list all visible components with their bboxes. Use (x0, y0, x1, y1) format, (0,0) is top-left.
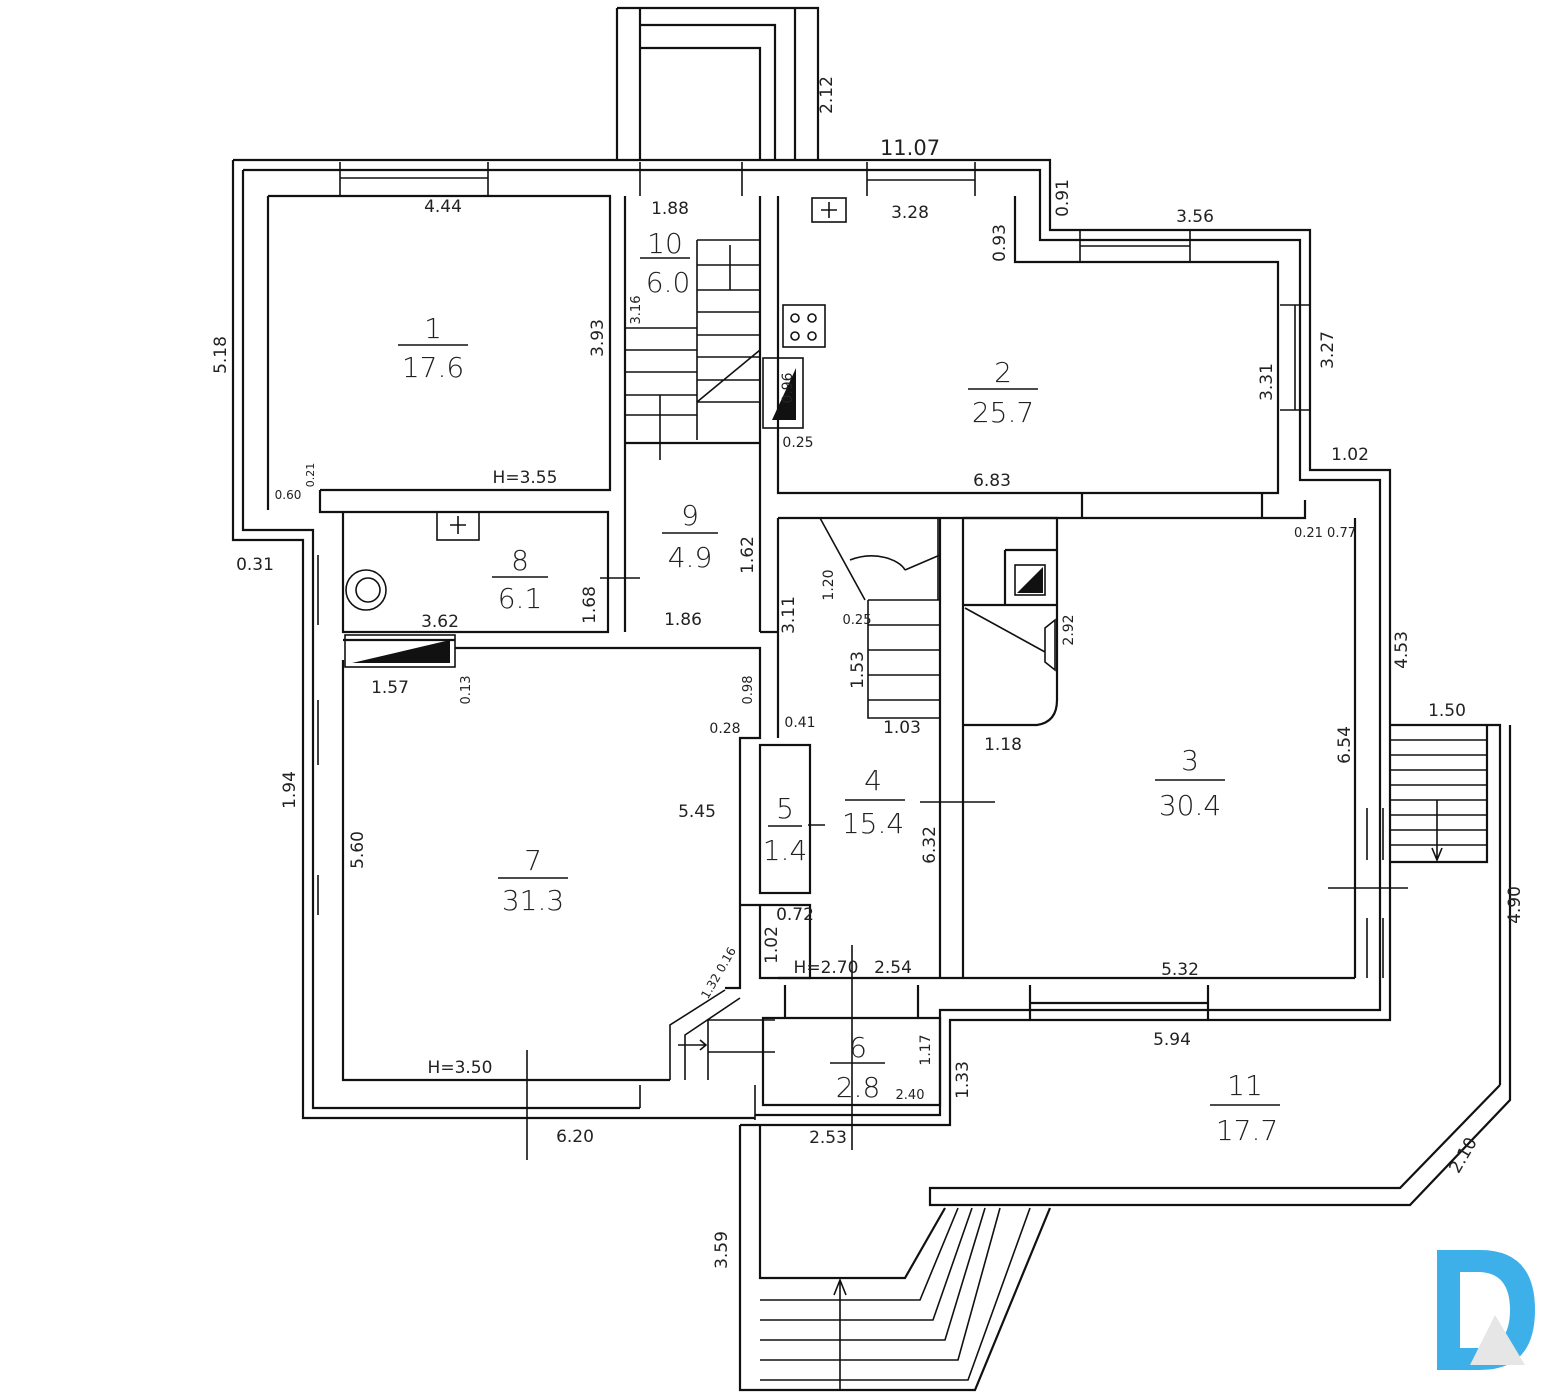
room-5: 51.4 (763, 792, 808, 867)
room-number: 8 (511, 544, 529, 577)
room-3: 330.4 (1155, 744, 1225, 822)
dimension: 3.28 (891, 203, 929, 223)
dimension: 2.10 (1446, 1134, 1482, 1177)
dimension: H=3.55 (493, 468, 558, 488)
room-11: 11 17.7 (1210, 1069, 1280, 1147)
dimension: 0.98 (741, 676, 756, 705)
room-number: 3 (1181, 744, 1199, 777)
dimension: 0.41 (784, 715, 815, 731)
dimension: 1.18 (984, 735, 1022, 755)
dimension: 5.32 (1161, 960, 1199, 980)
room-area: 30.4 (1159, 789, 1221, 822)
dimension: 1.17 (918, 1034, 934, 1065)
dimension: 2.53 (809, 1128, 847, 1148)
dimension: 0.93 (990, 224, 1010, 262)
dimension: 1.32 0.16 (698, 945, 739, 1002)
dimension: 0.72 (776, 905, 814, 925)
room-area: 17.6 (402, 351, 464, 384)
dimension: 1.94 (280, 771, 300, 809)
dimension: 5.60 (348, 831, 368, 869)
room-7: 731.3 (498, 844, 568, 917)
dimension: 1.02 (1331, 445, 1369, 465)
dimension: 3.16 (629, 296, 644, 325)
dimension: 3.62 (421, 612, 459, 632)
room-4: 415.4 (842, 764, 905, 840)
room-area: 17.7 (1216, 1114, 1278, 1147)
dimension: 2.40 (896, 1088, 925, 1103)
dimension: 2.92 (1061, 614, 1077, 645)
dimension: 1.57 (371, 678, 409, 698)
room-number: 11 (1227, 1069, 1263, 1102)
dimension: 0.96 (780, 372, 796, 403)
dimension: 1.02 (762, 926, 782, 964)
dimension: 3.59 (712, 1231, 732, 1269)
dimension: 3.93 (588, 319, 608, 357)
room-number: 7 (524, 844, 542, 877)
dimension: 1.68 (580, 586, 600, 624)
room-area: 4.9 (668, 541, 713, 574)
room-number: 10 (647, 227, 683, 260)
room-1: 117.6 (398, 312, 468, 384)
dimension: 1.53 (848, 651, 868, 689)
room-number: 1 (424, 312, 442, 345)
dimension: 3.56 (1176, 207, 1214, 227)
dimension: 0.60 (275, 488, 302, 502)
room-10: 106.0 (640, 227, 690, 299)
room-area: 15.4 (842, 807, 904, 840)
dimension: 3.11 (779, 596, 799, 634)
room-labels: 117.6 225.7 330.4 415.4 51.4 62.8 731.3 … (398, 227, 1280, 1147)
room-number: 5 (776, 792, 794, 825)
dimension: 6.83 (973, 471, 1011, 491)
room-number: 2 (994, 356, 1012, 389)
dimension: 5.45 (678, 802, 716, 822)
dimension: 0.25 (782, 435, 813, 451)
dimension: 3.27 (1318, 331, 1338, 369)
dimension: 6.54 (1335, 726, 1355, 764)
room-6: 62.8 (830, 1031, 885, 1104)
dimension: 0.31 (236, 555, 274, 575)
dimension: 5.18 (211, 336, 231, 374)
dimension: 11.07 (880, 136, 940, 160)
dimension: 1.62 (738, 536, 758, 574)
room-area: 6.1 (498, 582, 543, 615)
room-area: 6.0 (646, 266, 691, 299)
dimension: 2.12 (817, 76, 837, 114)
room-number: 4 (864, 764, 882, 797)
room-area: 2.8 (836, 1071, 881, 1104)
dimension: 0.25 (843, 613, 872, 628)
room-8: 86.1 (492, 544, 548, 615)
dimension: 1.20 (821, 569, 837, 600)
dimension: 0.28 (709, 721, 740, 737)
dimension: H=3.50 (428, 1058, 493, 1078)
dimension: 4.44 (424, 197, 462, 217)
dimension: 4.90 (1505, 886, 1525, 924)
room-area: 1.4 (763, 834, 808, 867)
dimension: 1.03 (883, 718, 921, 738)
room-number: 9 (681, 499, 699, 532)
dimension: 1.50 (1428, 701, 1466, 721)
logo-d-shape (1437, 1250, 1535, 1370)
dimension: 0.21 (304, 463, 317, 488)
dimension: 0.13 (459, 676, 474, 705)
dimension: 5.94 (1153, 1030, 1191, 1050)
room-2: 225.7 (968, 356, 1038, 429)
dimension: 6.20 (556, 1127, 594, 1147)
dimension: 0.21 0.77 (1294, 526, 1356, 541)
dimension: 1.86 (664, 610, 702, 630)
room-area: 25.7 (972, 396, 1034, 429)
dimension: 1.88 (651, 199, 689, 219)
logo-house-icon (1470, 1315, 1525, 1365)
dimension: 2.54 (874, 958, 912, 978)
room-9: 94.9 (662, 499, 718, 574)
walls (231, 6, 1512, 1392)
dimension: 1.33 (953, 1061, 973, 1099)
room-number: 6 (849, 1031, 867, 1064)
dimension: 6.32 (920, 826, 940, 864)
brand-logo (1437, 1250, 1535, 1370)
room-area: 31.3 (502, 884, 564, 917)
dimension: H=2.70 (794, 958, 859, 978)
dimension: 3.31 (1257, 363, 1277, 401)
dimension: 4.53 (1392, 631, 1412, 669)
dimension: 0.91 (1053, 179, 1073, 217)
